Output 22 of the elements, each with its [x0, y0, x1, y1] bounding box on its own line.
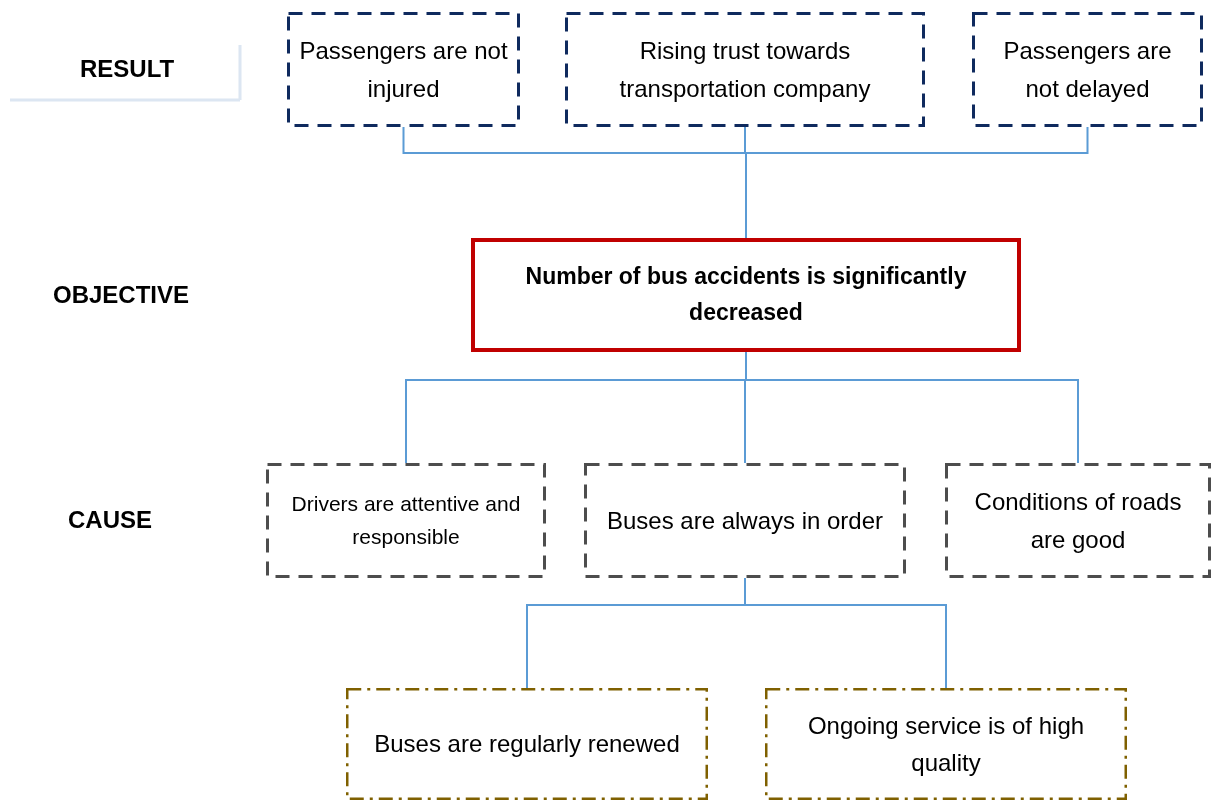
node-text: Buses are regularly renewed: [374, 729, 680, 760]
connector-line: [744, 577, 947, 689]
process-box: [287, 12, 520, 127]
row-heading: CAUSE: [68, 506, 152, 534]
row-heading: RESULT: [80, 55, 175, 83]
node-text: Conditions of roads are good: [973, 487, 1183, 555]
process-box: [565, 12, 925, 127]
objective-box: [471, 238, 1021, 352]
row-heading: OBJECTIVE: [53, 281, 190, 309]
node-text: Passengers are not delayed: [1002, 36, 1173, 104]
node-text: Drivers are attentive and responsible: [290, 490, 522, 550]
process-box: [584, 463, 906, 578]
process-box: [765, 688, 1127, 800]
node-text: Passengers are not injured: [299, 36, 508, 104]
node-text: Buses are always in order: [606, 505, 884, 536]
process-box: [346, 688, 708, 800]
node-text: Ongoing service is of high quality: [806, 710, 1086, 778]
process-box: [266, 463, 546, 578]
process-box: [972, 12, 1203, 127]
node-text: Rising trust towards transportation company: [618, 36, 872, 104]
node-text: Number of bus accidents is significantly decreased: [524, 262, 968, 327]
process-box: [945, 463, 1211, 578]
